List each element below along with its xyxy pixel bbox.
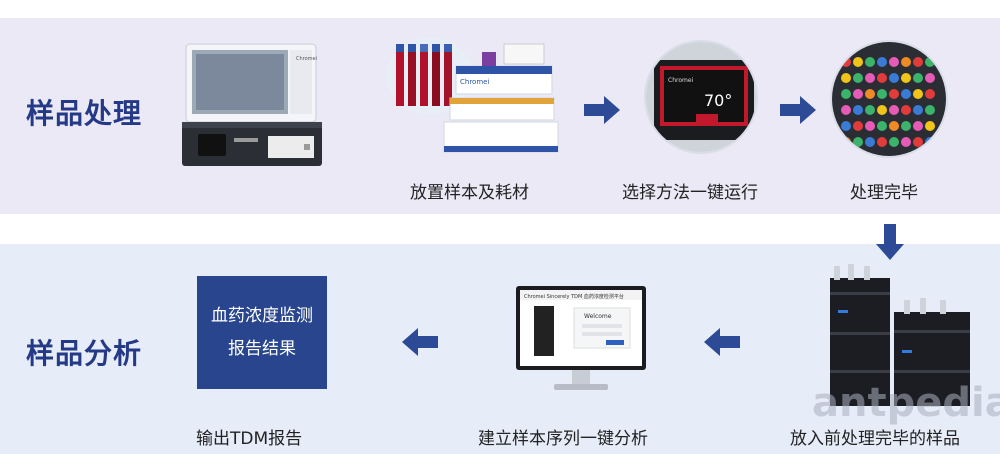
arrow-left-2-icon xyxy=(402,328,438,356)
caption-load-samples: 放入前处理完毕的样品 xyxy=(790,429,960,449)
tdm-report-box: 血药浓度监测 报告结果 xyxy=(197,276,327,389)
monitor-image: Chromei Sincerely TDM 血药浓度检测平台 Welcome xyxy=(514,284,648,396)
arrow-down-icon xyxy=(876,224,904,260)
kit-brand-label: Chromei xyxy=(460,78,489,86)
sample-processor-image: Chromei xyxy=(178,40,330,170)
caption-select-method: 选择方法一键运行 xyxy=(622,183,758,203)
report-line-2: 报告结果 xyxy=(228,338,296,359)
lc-ms-system-image xyxy=(820,262,976,408)
device-brand-label: Chromei xyxy=(296,56,317,62)
control-screen-image: Chromei 70° xyxy=(644,40,758,154)
report-line-1: 血药浓度监测 xyxy=(211,306,313,327)
welcome-label: Welcome xyxy=(584,313,612,320)
monitor-title-label: Chromei Sincerely TDM 血药浓度检测平台 xyxy=(524,293,624,300)
caption-place-samples: 放置样本及耗材 xyxy=(410,183,529,203)
section-title-processing: 样品处理 xyxy=(26,97,143,130)
section-title-analysis: 样品分析 xyxy=(26,337,143,370)
caption-output-report: 输出TDM报告 xyxy=(196,429,303,449)
screen-brand-label: Chromei xyxy=(668,77,694,84)
processed-tubes-image xyxy=(830,40,948,158)
tubes-consumables-image: Chromei xyxy=(386,36,562,162)
arrow-left-1-icon xyxy=(704,328,740,356)
arrow-right-2-icon xyxy=(780,96,816,124)
temperature-readout: 70° xyxy=(704,91,732,110)
arrow-right-1-icon xyxy=(584,96,620,124)
antpedia-watermark: antpedia xyxy=(812,380,1000,426)
caption-build-sequence: 建立样本序列一键分析 xyxy=(478,429,648,449)
caption-processing-done: 处理完毕 xyxy=(850,183,918,203)
